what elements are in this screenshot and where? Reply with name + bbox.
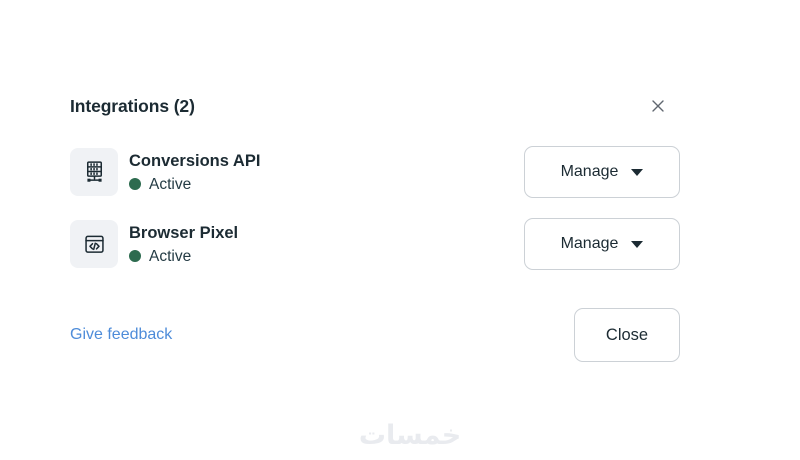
manage-button-label: Manage <box>560 235 619 252</box>
close-button[interactable]: Close <box>574 308 680 362</box>
manage-dropdown-button[interactable]: Manage <box>524 146 680 198</box>
caret-down-icon <box>631 168 644 176</box>
integration-name: Conversions API <box>129 151 261 170</box>
manage-dropdown-button[interactable]: Manage <box>524 218 680 270</box>
integration-row: Conversions API Active Manage <box>70 146 680 198</box>
caret-down-icon <box>631 240 644 248</box>
manage-button-label: Manage <box>560 163 619 180</box>
give-feedback-link[interactable]: Give feedback <box>70 326 173 343</box>
code-window-icon <box>70 220 118 268</box>
integrations-dialog: Integrations (2) <box>70 94 680 366</box>
dialog-title: Integrations (2) <box>70 95 195 116</box>
integration-status: Active <box>129 247 238 266</box>
dialog-footer: Give feedback Close <box>70 308 680 362</box>
status-label: Active <box>149 247 192 265</box>
integration-row: Browser Pixel Active Manage <box>70 218 680 270</box>
status-dot-icon <box>129 250 141 262</box>
integration-status: Active <box>129 175 260 194</box>
close-icon-button[interactable] <box>649 97 667 115</box>
khamsat-watermark: خمسات <box>358 420 462 451</box>
integration-info: Browser Pixel Active <box>129 223 238 266</box>
status-dot-icon <box>129 178 141 190</box>
server-icon <box>70 148 118 196</box>
integration-name: Browser Pixel <box>129 223 239 242</box>
status-label: Active <box>149 175 192 193</box>
dialog-header: Integrations (2) <box>70 94 680 118</box>
close-icon <box>652 100 664 112</box>
integration-info: Conversions API Active <box>129 151 260 194</box>
